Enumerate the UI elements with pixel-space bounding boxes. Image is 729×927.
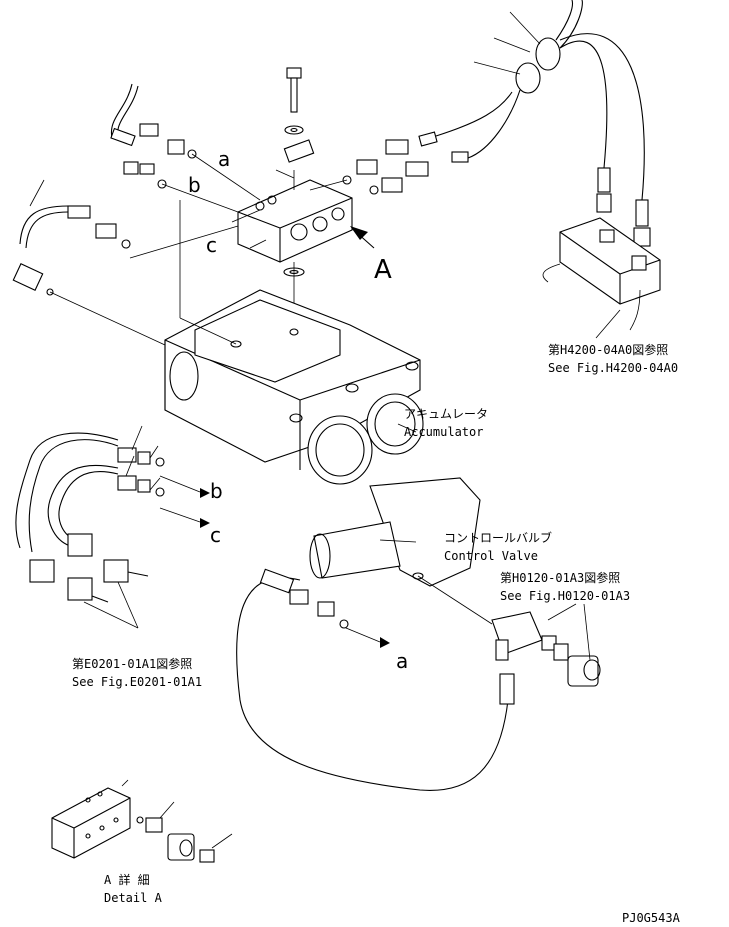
label-c-detail: c — [210, 523, 221, 547]
frame-assembly — [164, 200, 424, 485]
valve-block — [237, 139, 353, 263]
ref-e0201-en: See Fig.E0201-01A1 — [72, 675, 202, 689]
ref-h0120-en: See Fig.H0120-01A3 — [500, 589, 630, 603]
control-valve — [236, 477, 601, 791]
detail-a-parts — [51, 787, 215, 863]
right-manifold — [542, 217, 661, 331]
leader-lines — [29, 11, 621, 849]
right-hoses — [309, 89, 521, 195]
label-b-top: b — [188, 173, 201, 197]
label-a-control: a — [396, 649, 408, 673]
detail-a-jp: A 詳 細 — [104, 872, 150, 887]
ref-h4200-jp: 第H4200-04A0図参照 — [548, 342, 668, 357]
hose-boot — [515, 0, 651, 247]
label-b-detail: b — [210, 479, 223, 503]
ref-h4200-en: See Fig.H4200-04A0 — [548, 361, 678, 375]
accumulator-jp: アキュムレータ — [404, 407, 488, 421]
label-view-a: A — [374, 255, 392, 285]
drawing-code: PJ0G543A — [622, 911, 681, 925]
upper-left-hoses — [110, 83, 261, 213]
labels: a b c A b c a 第H4200-04A0図参照 See Fig.H42… — [72, 147, 681, 925]
control-valve-jp: コントロールバルブ — [444, 530, 552, 545]
label-a-top: a — [218, 147, 230, 171]
accumulator-en: Accumulator — [404, 425, 483, 439]
middle-left-hose — [12, 205, 239, 346]
detail-a-en: Detail A — [104, 891, 163, 905]
sensor-harness — [15, 432, 210, 603]
ref-e0201-jp: 第E0201-01A1図参照 — [72, 656, 192, 671]
control-valve-en: Control Valve — [444, 549, 538, 563]
ref-h0120-jp: 第H0120-01A3図参照 — [500, 570, 620, 585]
label-c-top: c — [206, 233, 217, 257]
view-arrow-a — [350, 226, 375, 249]
